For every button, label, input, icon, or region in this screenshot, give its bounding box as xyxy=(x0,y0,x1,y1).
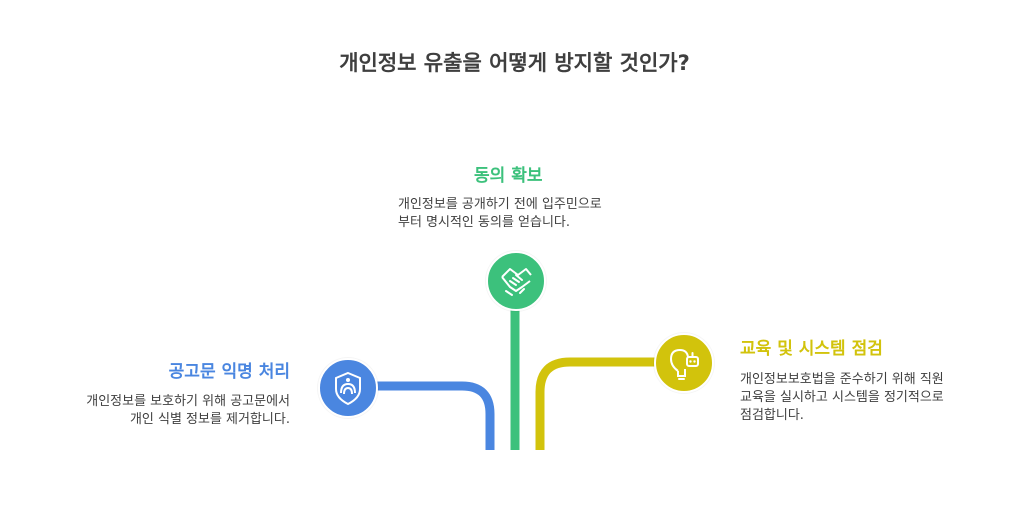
description-line: 개인 식별 정보를 제거합니다. xyxy=(129,412,290,427)
description-line: 개인정보를 보호하기 위해 공고문에서 xyxy=(86,394,290,409)
description-line: 부터 명시적인 동의를 얻습니다. xyxy=(398,215,571,230)
description-line: 교육을 실시하고 시스템을 정기적으로 xyxy=(740,390,944,405)
node-anonymize xyxy=(318,358,378,418)
description-line: 개인정보보호법을 준수하기 위해 직원 xyxy=(740,372,944,387)
handshake-icon xyxy=(501,268,532,296)
anonymous-mask-shield-icon xyxy=(335,371,361,406)
description-consent: 개인정보를 공개하기 전에 입주민으로 부터 명시적인 동의를 얻습니다. xyxy=(398,196,602,232)
connector-line-anonymize xyxy=(370,381,495,450)
node-training xyxy=(654,333,714,393)
node-consent xyxy=(486,251,546,311)
description-line: 개인정보를 공개하기 전에 입주민으로 xyxy=(398,197,602,212)
description-anonymize: 개인정보를 보호하기 위해 공고문에서 개인 식별 정보를 제거합니다. xyxy=(86,393,290,429)
description-training: 개인정보보호법을 준수하기 위해 직원 교육을 실시하고 시스템을 정기적으로 … xyxy=(740,371,944,425)
heading-training: 교육 및 시스템 점검 xyxy=(740,339,883,359)
lightbulb-robot-icon xyxy=(669,348,699,380)
description-line: 점검합니다. xyxy=(740,408,804,423)
connector-line-training xyxy=(535,357,660,450)
diagram-title: 개인정보 유출을 어떻게 방지할 것인가? xyxy=(339,51,690,75)
heading-consent: 동의 확보 xyxy=(474,166,543,186)
heading-anonymize: 공고문 익명 처리 xyxy=(168,362,290,382)
